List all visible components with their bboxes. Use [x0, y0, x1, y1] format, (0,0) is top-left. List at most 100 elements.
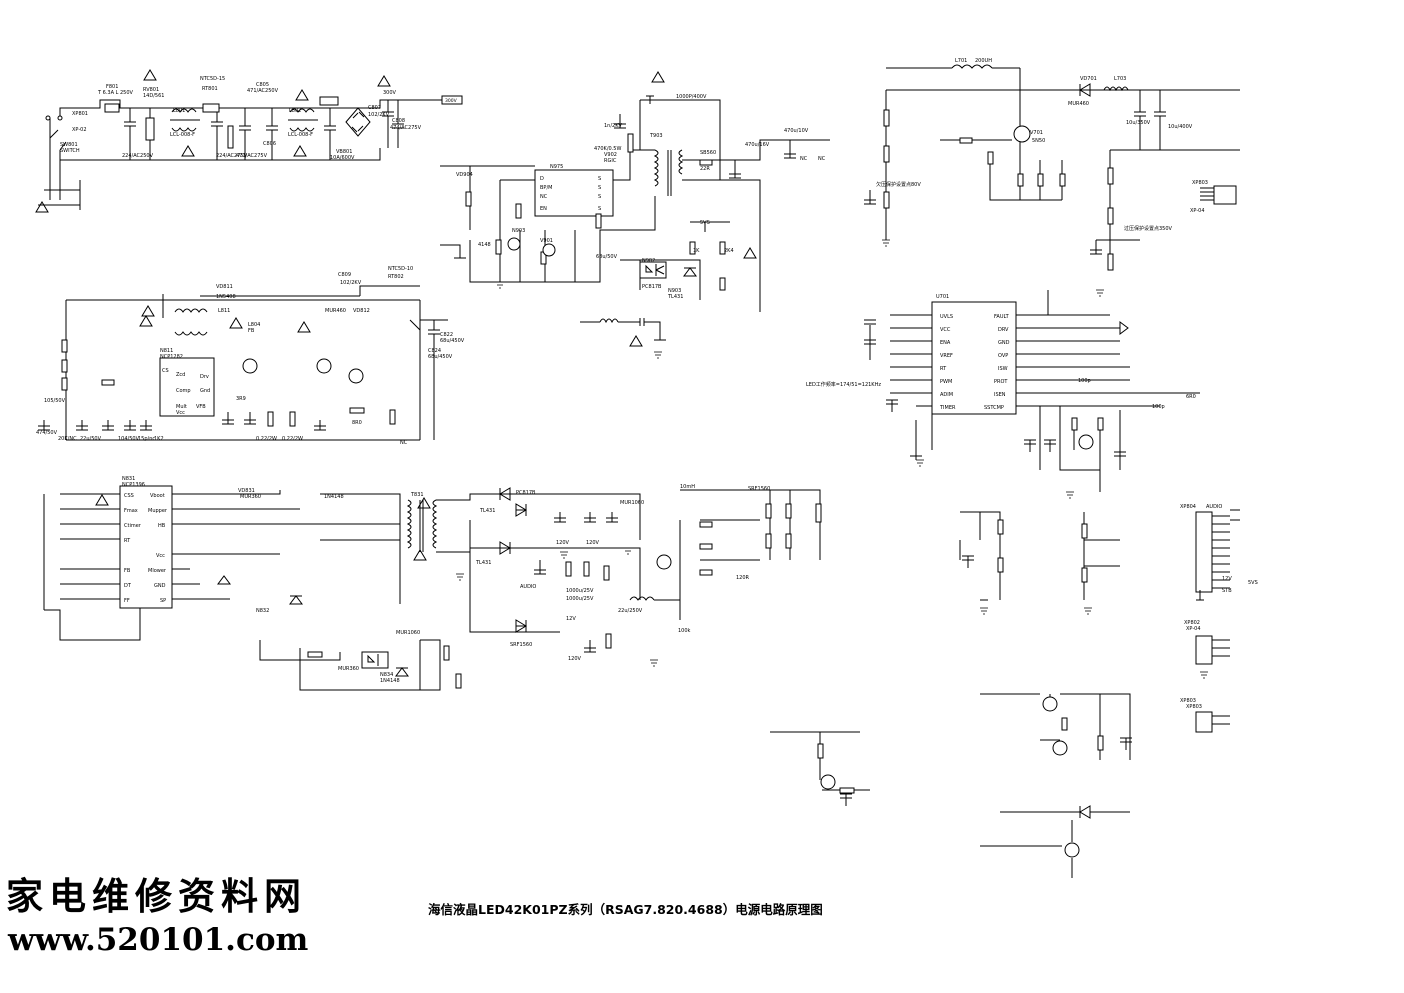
pin-en: EN	[540, 206, 547, 212]
ref-c807: C807	[368, 105, 381, 111]
txt-set-freq: 10mH	[680, 484, 695, 490]
txt-100p-b: 100p	[1152, 404, 1165, 410]
txt-300v-b: 300V	[445, 98, 458, 104]
pin-vcc-llc: Vcc	[156, 553, 165, 559]
txt-cy-2: 471/AC275V	[236, 153, 268, 159]
txt-nc-pfc: NC	[400, 440, 408, 446]
pin-comp: Comp	[176, 388, 191, 394]
pin-mupper: Mupper	[148, 508, 168, 514]
ref-vd812: VD812	[353, 308, 370, 314]
txt-mur460-led: MUR460	[1068, 101, 1089, 107]
pin-dt: DT	[124, 583, 132, 589]
txt-mur1060-a: TL431	[479, 508, 495, 514]
ref-xp803: XP803	[1192, 180, 1208, 186]
ref-l804: L804	[248, 322, 260, 328]
txt-1n2kv: 1n/2KV	[604, 123, 622, 129]
txt-68u450v-a: 68u/450V	[440, 338, 465, 344]
pin-adim: ADIM	[940, 392, 953, 398]
ref-vd831: VD831	[238, 488, 255, 494]
pin-vboot: Vboot	[150, 493, 165, 499]
ref-v701: V701	[1030, 130, 1043, 136]
txt-1n5408: 1N5408	[216, 294, 236, 300]
txt-mur460: MUR460	[325, 308, 346, 314]
txt-470k: 470K/0.5W	[594, 146, 621, 152]
connectors-section: AUDIO 12V 5VS STB XP804 XP802 XP-04 XP80…	[770, 504, 1258, 878]
ref-c824: C824	[428, 348, 441, 354]
ref-xp801: XP801	[72, 111, 88, 117]
txt-cx-1: 224/AC250V	[122, 153, 154, 159]
ref-vd904: VD904	[456, 172, 473, 178]
pin-drv: Drv	[200, 374, 209, 380]
ref-t903: T903	[649, 133, 663, 139]
txt-15p-nc: 15p/nc	[138, 436, 155, 442]
txt-20k-nc: 20K/NC	[58, 436, 77, 442]
txt-8r0: 8R0	[352, 420, 362, 426]
txt-100k-a: 1000u/25V	[566, 588, 594, 594]
pin-sp: SP	[160, 598, 166, 604]
txt-pc817b-a: PC817B	[642, 284, 662, 290]
pin-zcd: Zcd	[176, 372, 185, 378]
txt-rv-rating: 14D/561	[143, 93, 164, 99]
txt-474-50v: 474/50V	[36, 430, 58, 436]
ref-l703: L703	[1114, 76, 1126, 82]
ic-n831	[119, 485, 173, 609]
pin-ff: FF	[124, 598, 130, 604]
txt-tl431-b: 1N4148	[380, 678, 400, 684]
txt-lcl-1: LCL-008-F	[170, 132, 195, 138]
txt-1n4148-a: 1N4148	[324, 494, 344, 500]
txt-120v-a: SRF1560	[748, 486, 770, 492]
pin-rt-u: RT	[940, 366, 947, 372]
txt-1000p400v: 1000P/400V	[676, 94, 707, 100]
ref-vd811: VD811	[216, 284, 233, 290]
ref-v902: V901	[540, 238, 553, 244]
txt-mur1060-b: TL431	[475, 560, 491, 566]
txt-105-50v: 105/50V	[44, 398, 66, 404]
txt-nc-a: NC	[800, 156, 808, 162]
txt-100k-b: 1000u/25V	[566, 596, 594, 602]
txt-200uh: 200UH	[975, 58, 992, 64]
ref-xp803-c: XP803	[1186, 704, 1202, 710]
ic-n975	[534, 169, 614, 217]
txt-6r0: 6R0	[1186, 394, 1196, 400]
ref-vd701: VD701	[1080, 76, 1097, 82]
txt-1000u25v-c: 120V	[568, 656, 582, 662]
ref-xp802: XP802	[1184, 620, 1200, 626]
pin-timer: TIMER	[939, 405, 956, 411]
llc-section: N831 NCP1396 CSS Fmax Ctimer RT FB DT FF…	[43, 476, 822, 691]
txt-c807-val: 102/2KV	[368, 112, 390, 118]
ref-l701: L701	[955, 58, 967, 64]
txt-68u450v-b: 68u/450V	[428, 354, 453, 360]
pin-prot: PROT	[994, 379, 1008, 385]
txt-ovp-350v: 过压保护设置点350V	[1124, 225, 1173, 232]
txt-srf1560-b: SRF1560	[510, 642, 532, 648]
pin-gnd-llc: GND	[154, 583, 166, 589]
pin-s2: S	[598, 185, 601, 191]
txt-ntc5d10: NTC5D-10	[388, 266, 413, 272]
txt-fuse-rating: T 6.3A L 250V	[97, 90, 134, 96]
txt-bridge-rating: 10A/600V	[330, 155, 355, 161]
pin-gnd: Vcc	[176, 410, 185, 416]
txt-ncp1396: NCP1396	[122, 482, 145, 488]
pin-vcc-u: VCC	[940, 327, 951, 333]
txt-022-2w-a: 0.22/2W	[256, 436, 277, 442]
txt-68u50v: 68u/50V	[596, 254, 618, 260]
pin-css: CSS	[124, 493, 134, 499]
txt-sb560: SB560	[700, 150, 716, 156]
pin-d: D	[540, 176, 544, 182]
ref-l802: L802	[289, 108, 301, 114]
ref-xp803-b: XP803	[1180, 698, 1196, 704]
pin-ctimer: Ctimer	[124, 523, 142, 529]
txt-fb: FB	[248, 328, 255, 334]
pin-fault: FAULT	[994, 314, 1010, 320]
txt-22u-50v: 22u/50V	[80, 436, 102, 442]
txt-120r: 100k	[678, 628, 691, 634]
txt-lcl-2: LCL-008-F	[288, 132, 313, 138]
standby-section: N975 D BP/M NC EN S S S S T903	[440, 71, 830, 312]
ref-c809: C809	[338, 272, 351, 278]
page-title: 海信液晶LED42K01PZ系列（RSAG7.820.4688）电源电路原理图	[428, 902, 823, 917]
ref-vd903: V902	[604, 152, 617, 158]
pin-s4: S	[598, 206, 601, 212]
txt-rt802: RT802	[388, 274, 404, 280]
txt-1000u25v-b: 120V	[586, 540, 600, 546]
